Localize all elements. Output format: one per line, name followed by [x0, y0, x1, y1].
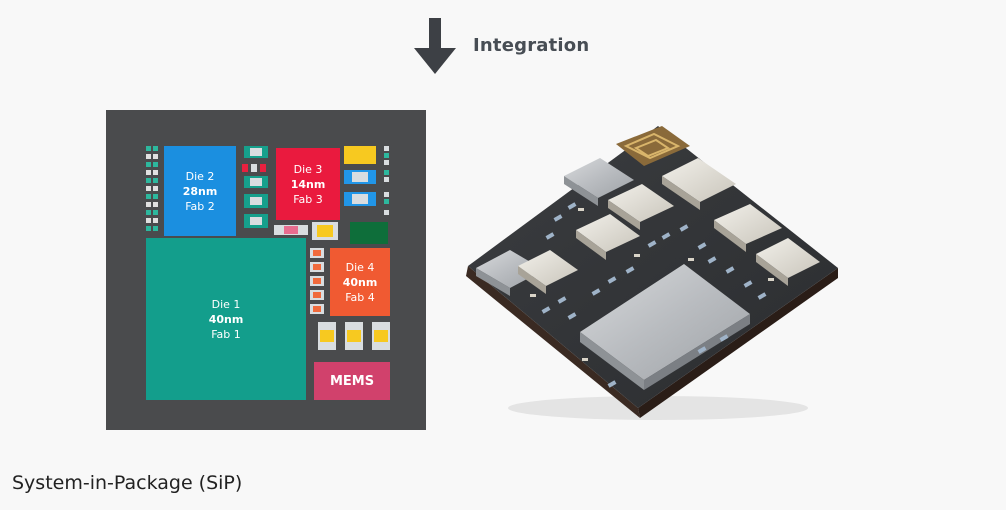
die-4-fab: Fab 4 [345, 290, 375, 304]
mems-block: MEMS [314, 362, 390, 400]
die-1-node: 40nm [208, 312, 244, 326]
die-1-name: Die 1 [211, 297, 241, 311]
die-2-node: 28nm [182, 184, 218, 198]
sip-layout-diagram: Die 2 28nm Fab 2 Die 3 14nm Fab 3 [106, 110, 426, 430]
passive-column-right-top [342, 144, 392, 226]
die-1-fab: Fab 1 [211, 327, 241, 341]
passive-column-die-1 [308, 248, 326, 322]
passive-green-block [350, 222, 388, 244]
integration-label: Integration [473, 35, 590, 56]
die-3-name: Die 3 [293, 162, 323, 176]
mems-label: MEMS [329, 373, 375, 389]
arrow-down-icon [412, 16, 458, 76]
sip-module-photo [458, 118, 848, 432]
die-2-fab: Fab 2 [185, 199, 215, 213]
die-4-name: Die 4 [345, 260, 375, 274]
die-3-block: Die 3 14nm Fab 3 [276, 148, 340, 220]
passive-row-under-die-3 [274, 222, 308, 236]
passive-yellow-small [312, 222, 338, 240]
die-4-node: 40nm [342, 275, 378, 289]
passive-column-middle [242, 146, 270, 236]
die-4-block: Die 4 40nm Fab 4 [330, 248, 390, 316]
die-3-node: 14nm [290, 177, 326, 191]
passive-row-yellow [316, 322, 392, 352]
die-1-block: Die 1 40nm Fab 1 [146, 238, 306, 400]
passive-strip-left [146, 146, 158, 234]
caption: System-in-Package (SiP) [12, 472, 243, 494]
die-3-fab: Fab 3 [293, 192, 323, 206]
die-2-name: Die 2 [185, 169, 215, 183]
die-2-block: Die 2 28nm Fab 2 [164, 146, 236, 236]
